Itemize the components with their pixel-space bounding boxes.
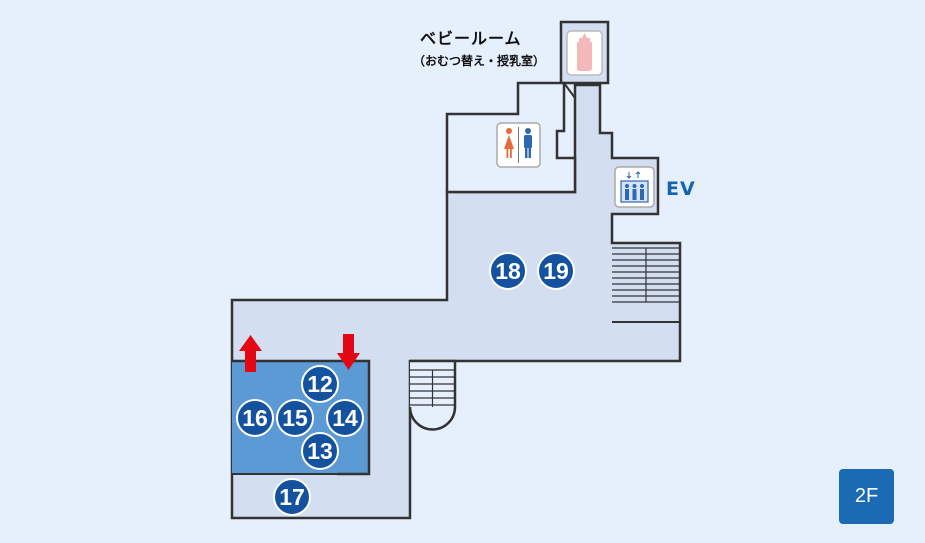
- store-marker-label: 14: [332, 405, 358, 431]
- baby-bottle-icon: [566, 30, 603, 76]
- store-marker-label: 12: [307, 371, 333, 397]
- store-marker-18[interactable]: 18: [489, 252, 527, 290]
- store-marker-12[interactable]: 12: [301, 365, 339, 403]
- baby-room-title: ベビールーム: [420, 29, 522, 48]
- store-marker-label: 18: [495, 258, 521, 284]
- store-marker-15[interactable]: 15: [276, 399, 314, 437]
- store-marker-label: 17: [279, 484, 305, 510]
- store-marker-17[interactable]: 17: [273, 478, 311, 516]
- floor-badge[interactable]: 2F: [839, 469, 894, 524]
- store-marker-14[interactable]: 14: [326, 399, 364, 437]
- down-arrow-icon: [337, 334, 360, 370]
- store-marker-16[interactable]: 16: [236, 399, 274, 437]
- store-marker-label: 15: [282, 405, 308, 431]
- store-marker-19[interactable]: 19: [537, 252, 575, 290]
- up-arrow-icon: [239, 335, 262, 372]
- store-marker-label: 19: [543, 258, 569, 284]
- baby-room-subtitle: （おむつ替え・授乳室）: [413, 54, 546, 68]
- restroom-icon: [496, 122, 541, 168]
- stairs-icon: [408, 359, 457, 431]
- store-marker-label: 16: [242, 405, 268, 431]
- store-marker-13[interactable]: 13: [301, 432, 339, 470]
- elevator-icon: [614, 166, 655, 208]
- elevator-label: EV: [666, 178, 696, 200]
- stairs-icon: [612, 247, 680, 323]
- store-marker-label: 13: [307, 438, 333, 464]
